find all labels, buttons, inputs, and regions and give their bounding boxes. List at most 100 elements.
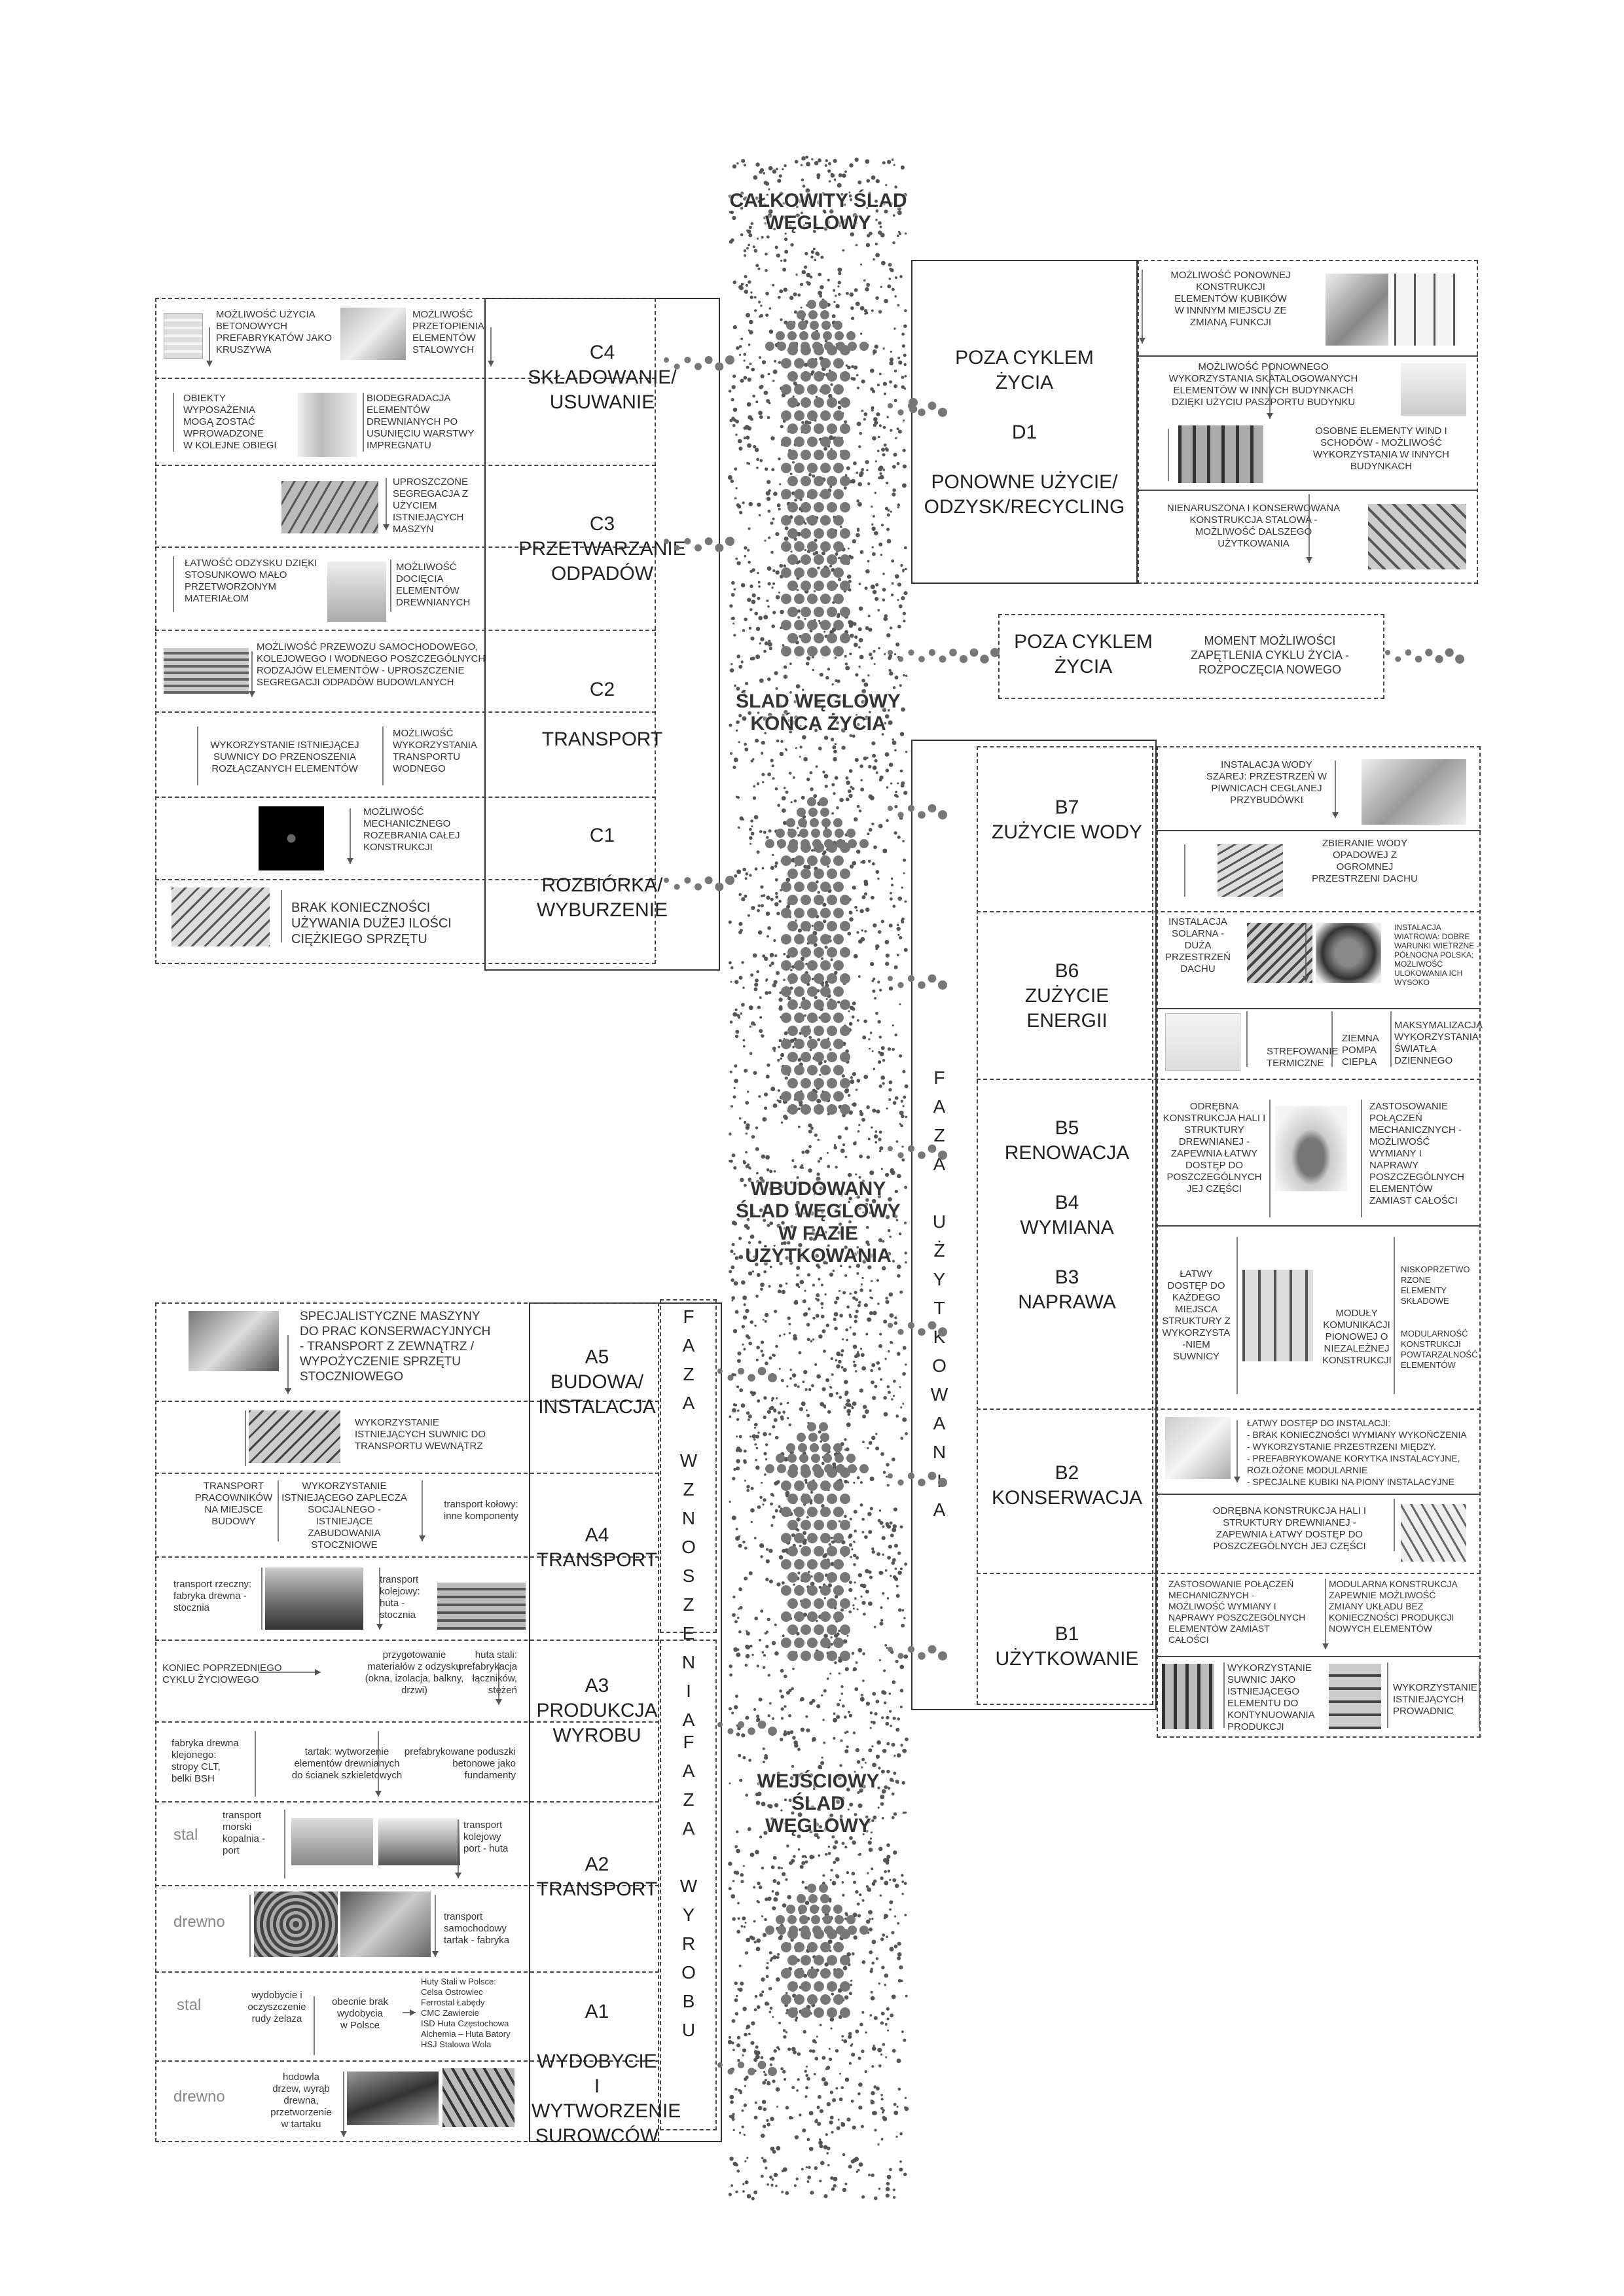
speckle-dot xyxy=(775,595,780,600)
speckle-dot xyxy=(800,211,803,215)
speckle-dot xyxy=(770,521,774,525)
speckle-dot xyxy=(815,1314,820,1318)
speckle-dot xyxy=(848,1535,852,1539)
speckle-dot xyxy=(838,1215,841,1218)
arrow-dot xyxy=(798,1443,807,1452)
speckle-dot xyxy=(762,2081,766,2085)
speckle-dot xyxy=(753,2008,757,2011)
speckle-dot xyxy=(861,895,866,899)
speckle-dot xyxy=(874,492,877,494)
speckle-dot xyxy=(827,1845,831,1848)
speckle-dot xyxy=(778,997,783,1002)
speckle-dot xyxy=(741,1003,745,1007)
speckle-dot xyxy=(751,1434,757,1439)
speckle-dot xyxy=(895,1140,899,1143)
speckle-dot xyxy=(801,1861,806,1865)
speckle-dot xyxy=(779,483,782,486)
speckle-dot xyxy=(772,169,777,174)
speckle-dot xyxy=(750,973,754,977)
speckle-dot xyxy=(846,1634,849,1637)
speckle-dot xyxy=(774,1651,779,1656)
speckle-dot xyxy=(806,2138,810,2142)
concrete-block-image xyxy=(164,313,203,359)
speckle-dot xyxy=(740,1925,744,1928)
speckle-dot xyxy=(897,896,902,901)
speckle-dot xyxy=(755,1792,759,1797)
arrow-dot xyxy=(814,869,824,879)
speckle-dot xyxy=(836,2126,840,2130)
speckle-dot xyxy=(830,1869,833,1872)
speckle-dot xyxy=(862,1035,867,1040)
speckle-dot xyxy=(731,1296,736,1300)
speckle-dot xyxy=(749,1852,755,1857)
speckle-dot xyxy=(888,262,892,267)
crane-hall-image xyxy=(1162,1664,1214,1729)
speckle-dot xyxy=(826,2152,829,2155)
speckle-dot xyxy=(878,310,882,314)
speckle-dot xyxy=(860,937,865,942)
speckle-dot xyxy=(854,1530,857,1533)
speckle-dot xyxy=(784,526,789,531)
speckle-dot xyxy=(852,1840,856,1845)
speckle-dot xyxy=(759,678,764,683)
speckle-dot xyxy=(813,2073,816,2075)
arrow-dot xyxy=(801,450,811,460)
arrow-dot xyxy=(833,541,844,552)
speckle-dot xyxy=(877,877,880,880)
speckle-dot xyxy=(829,2115,834,2120)
speckle-dot xyxy=(753,1708,757,1711)
speckle-dot xyxy=(819,294,823,298)
arrow-dot xyxy=(781,1611,791,1622)
speckle-dot xyxy=(759,830,763,833)
speckle-dot xyxy=(831,1191,834,1194)
speckle-dot xyxy=(784,232,787,235)
speckle-dot xyxy=(859,471,864,476)
speckle-dot xyxy=(814,2166,818,2170)
dotted-up-arrow xyxy=(765,1422,869,1661)
speckle-dot xyxy=(881,1817,884,1820)
speckle-dot xyxy=(741,158,746,163)
b1-title: B1 UŻYTKOWANIE xyxy=(995,1623,1139,1670)
speckle-dot xyxy=(881,1716,884,1719)
arrow-dot xyxy=(807,960,818,971)
speckle-dot xyxy=(835,1208,839,1212)
speckle-dot xyxy=(890,877,893,880)
speckle-dot xyxy=(741,961,744,964)
speckle-dot xyxy=(782,2029,786,2032)
b5-b4-b3-title: B5 RENOWACJA B4 WYMIANA B3 NAPRAWA xyxy=(1004,1117,1130,1313)
arrow-dot xyxy=(789,1926,798,1935)
speckle-dot xyxy=(808,1168,812,1173)
arrow-dot xyxy=(820,1507,831,1517)
speckle-dot xyxy=(892,1101,897,1105)
speckle-dot xyxy=(764,1754,768,1758)
speckle-dot xyxy=(765,991,769,995)
speckle-dot xyxy=(891,1994,896,2000)
arrow-dot xyxy=(820,620,831,630)
speckle-dot xyxy=(873,663,876,665)
speckle-dot xyxy=(905,567,907,571)
speckle-dot xyxy=(837,1775,842,1780)
speckle-dot xyxy=(894,185,897,189)
speckle-dot xyxy=(817,701,821,705)
speckle-dot xyxy=(746,1123,750,1128)
speckle-dot xyxy=(768,991,772,995)
speckle-dot xyxy=(774,1623,777,1626)
speckle-dot xyxy=(802,735,806,740)
speckle-dot xyxy=(875,219,878,221)
speckle-dot xyxy=(802,2128,806,2133)
arrow-dot xyxy=(840,1981,850,1992)
speckle-dot xyxy=(768,1433,772,1436)
speckle-dot xyxy=(822,1797,826,1801)
speckle-dot xyxy=(734,1256,739,1261)
speckle-dot xyxy=(738,1964,742,1967)
speckle-dot xyxy=(852,787,855,791)
speckle-dot xyxy=(871,309,874,312)
speckle-dot xyxy=(770,1502,773,1506)
speckle-dot xyxy=(791,720,796,725)
speckle-dot xyxy=(876,1109,880,1114)
speckle-dot xyxy=(761,1354,765,1357)
speckle-dot xyxy=(808,2111,814,2116)
speckle-dot xyxy=(755,2045,759,2049)
speckle-dot xyxy=(865,1198,869,1202)
speckle-dot xyxy=(867,859,871,863)
